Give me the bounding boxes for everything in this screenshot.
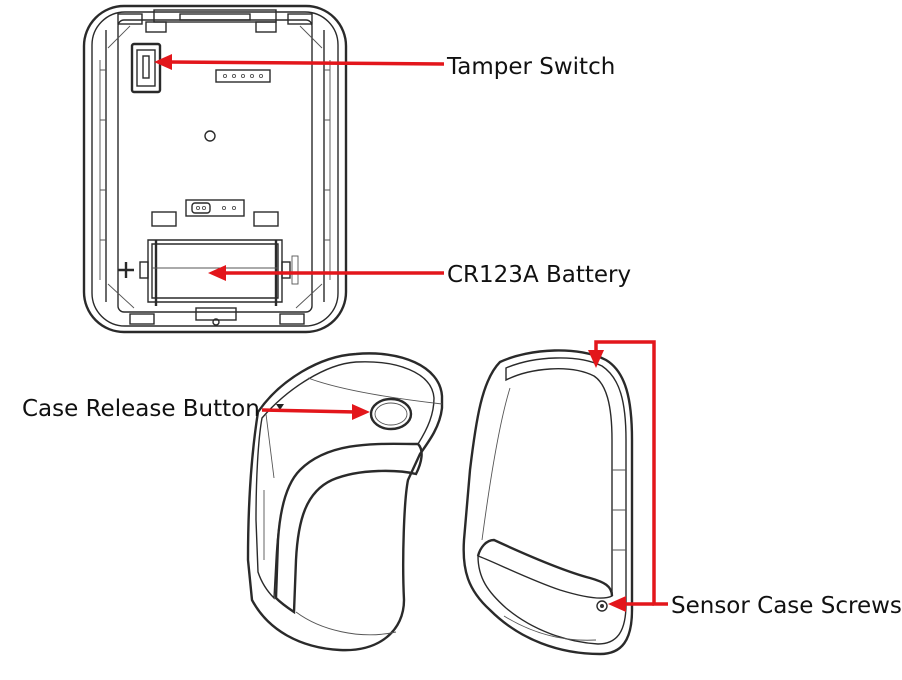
case-release-button-label: Case Release Button [22,396,260,422]
release-button-arrow [261,404,370,420]
sensor-case-front [246,352,444,652]
tamper-switch-arrow [154,54,445,70]
battery-arrow [208,265,444,281]
sensor-case-rear [462,349,634,656]
sensor-case-screws-label: Sensor Case Screws [671,593,902,619]
case-release-button [369,397,413,431]
sensor-back-view [82,4,348,334]
tamper-switch [130,42,162,94]
battery-label: CR123A Battery [447,262,632,288]
case-screws-arrow [588,340,668,612]
tamper-switch-label: Tamper Switch [447,54,616,80]
case-screw [596,600,608,612]
